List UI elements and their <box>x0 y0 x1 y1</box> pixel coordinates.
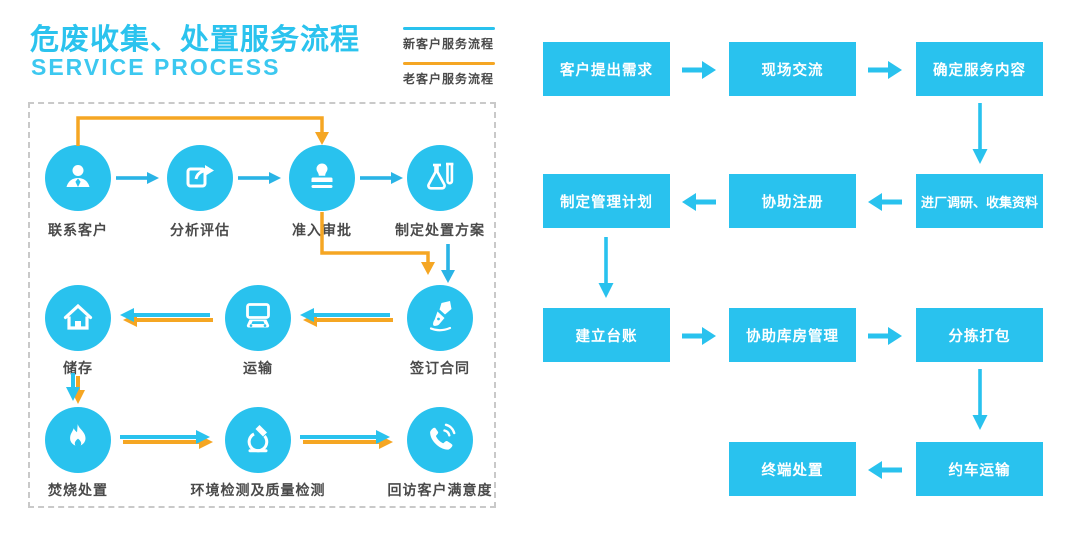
node-admission-approval <box>289 145 355 211</box>
arrow-contract-to-transport <box>300 308 396 335</box>
legend: 新客户服务流程 老客户服务流程 <box>403 27 495 87</box>
arrow-sorting-to-transport <box>969 369 991 438</box>
arrow-research-to-registration <box>868 191 902 218</box>
node-label-transport: 运输 <box>243 360 273 376</box>
node-contact-customer <box>45 145 111 211</box>
phone-icon <box>422 420 458 461</box>
node-label-environment-testing: 环境检测及质量检测 <box>190 482 326 498</box>
step-confirm-service: 确定服务内容 <box>916 42 1043 96</box>
node-label-disposal-plan: 制定处置方案 <box>395 222 485 238</box>
step-warehouse-management: 协助库房管理 <box>729 308 856 362</box>
node-label-incineration: 焚烧处置 <box>48 482 108 498</box>
arrow-plan-to-ledger <box>595 237 617 306</box>
arrow-plan-to-contract <box>439 244 457 291</box>
step-assist-registration: 协助注册 <box>729 174 856 228</box>
share-icon <box>182 158 218 199</box>
page-title: 危废收集、处置服务流程 <box>30 24 361 56</box>
pen-icon <box>422 298 458 339</box>
arrow-contact-to-analysis <box>116 171 160 190</box>
microscope-icon <box>240 420 276 461</box>
node-storage <box>45 285 111 351</box>
step-terminal-disposal: 终端处置 <box>729 442 856 496</box>
arrow-incineration-to-testing <box>120 430 216 457</box>
node-incineration <box>45 407 111 473</box>
house-icon <box>60 298 96 339</box>
stamp-icon <box>304 158 340 199</box>
arrow-testing-to-follow-up <box>300 430 396 457</box>
legend-old-customer-label: 老客户服务流程 <box>403 72 495 86</box>
arrow-communication-to-confirm <box>868 59 902 86</box>
legend-old-customer-line <box>403 62 495 65</box>
arrow-ledger-to-warehouse <box>682 325 716 352</box>
arrow-transport-to-storage <box>120 308 216 335</box>
node-transport <box>225 285 291 351</box>
legend-new-customer-line <box>403 27 495 30</box>
node-label-storage: 储存 <box>63 360 93 376</box>
node-label-analysis-evaluation: 分析评估 <box>170 222 230 238</box>
node-label-follow-up: 回访客户满意度 <box>387 482 493 498</box>
arrow-demand-to-communication <box>682 59 716 86</box>
page-subtitle: SERVICE PROCESS <box>31 54 281 80</box>
step-sorting-packing: 分拣打包 <box>916 308 1043 362</box>
flask-icon <box>422 158 458 199</box>
node-environment-quality-testing <box>225 407 291 473</box>
arrow-old-approval-to-contract <box>310 210 440 285</box>
node-analysis-evaluation <box>167 145 233 211</box>
person-icon <box>60 158 96 199</box>
step-book-transport: 约车运输 <box>916 442 1043 496</box>
step-management-plan: 制定管理计划 <box>543 174 670 228</box>
node-customer-follow-up <box>407 407 473 473</box>
arrow-confirm-to-research <box>969 103 991 172</box>
node-label-contact-customer: 联系客户 <box>48 222 108 238</box>
arrow-warehouse-to-sorting <box>868 325 902 352</box>
node-sign-contract <box>407 285 473 351</box>
arrow-storage-to-incineration <box>66 373 90 412</box>
node-label-sign-contract: 签订合同 <box>410 360 470 376</box>
step-factory-research: 进厂调研、收集资料 <box>916 174 1043 228</box>
arrow-registration-to-plan <box>682 191 716 218</box>
left-flow-panel <box>28 102 496 508</box>
step-customer-demand: 客户提出需求 <box>543 42 670 96</box>
arrow-transport-to-terminal <box>868 459 902 486</box>
arrow-old-contact-to-approval <box>60 110 340 153</box>
arrow-analysis-to-approval <box>238 171 282 190</box>
step-create-ledger: 建立台账 <box>543 308 670 362</box>
arrow-approval-to-plan <box>360 171 404 190</box>
truck-icon <box>240 298 276 339</box>
flame-icon <box>60 420 96 461</box>
legend-new-customer-label: 新客户服务流程 <box>403 37 495 51</box>
node-disposal-plan <box>407 145 473 211</box>
step-site-communication: 现场交流 <box>729 42 856 96</box>
